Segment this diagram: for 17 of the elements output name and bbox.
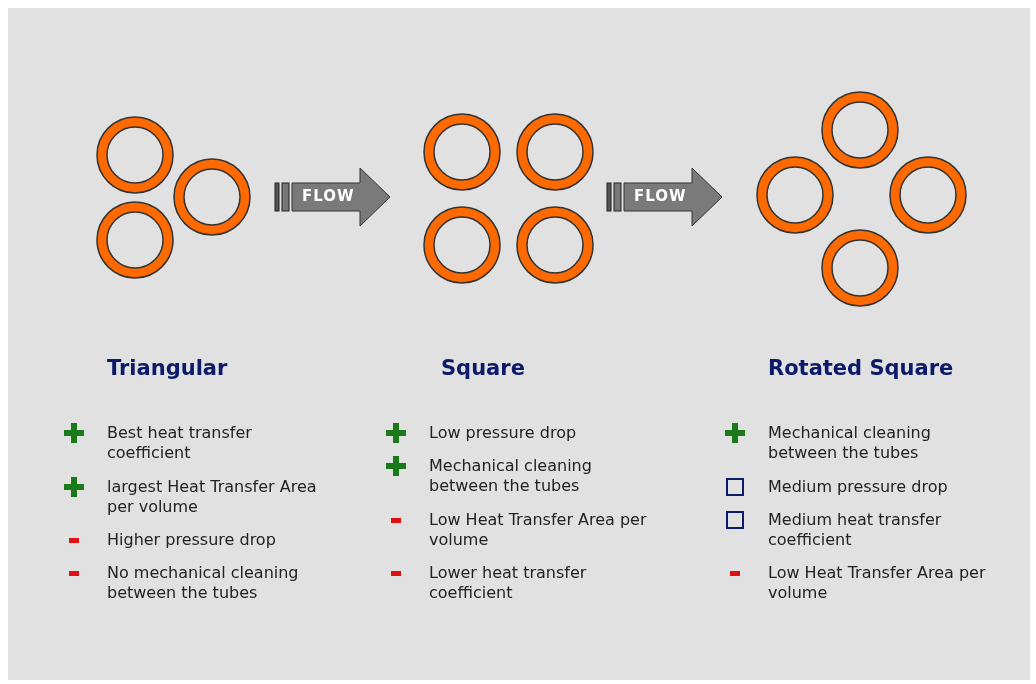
column-heading: Triangular xyxy=(107,356,228,380)
bullet-text: Higher pressure drop xyxy=(107,530,277,550)
column-heading: Rotated Square xyxy=(768,356,954,380)
bullet-text: Mechanical cleaning between the tubes xyxy=(768,423,932,463)
bullet-text: Low pressure drop xyxy=(429,423,578,443)
bullet-text: Best heat transfer coefficient xyxy=(107,423,253,463)
bullet-text: No mechanical cleaning between the tubes xyxy=(107,563,300,603)
bullet-text: largest Heat Transfer Area per volume xyxy=(107,477,318,517)
bullet-text: Mechanical cleaning between the tubes xyxy=(429,456,593,496)
bullet-text: Medium heat transfer coefficient xyxy=(768,510,943,550)
flow-label: FLOW xyxy=(302,187,355,205)
bullet-text: Lower heat transfer coefficient xyxy=(429,563,588,603)
bullet-text: Low Heat Transfer Area per volume xyxy=(768,563,987,603)
bullet-text: Low Heat Transfer Area per volume xyxy=(429,510,648,550)
bullet-text: Medium pressure drop xyxy=(768,477,949,497)
column-heading: Square xyxy=(441,356,525,380)
flow-label: FLOW xyxy=(634,187,687,205)
